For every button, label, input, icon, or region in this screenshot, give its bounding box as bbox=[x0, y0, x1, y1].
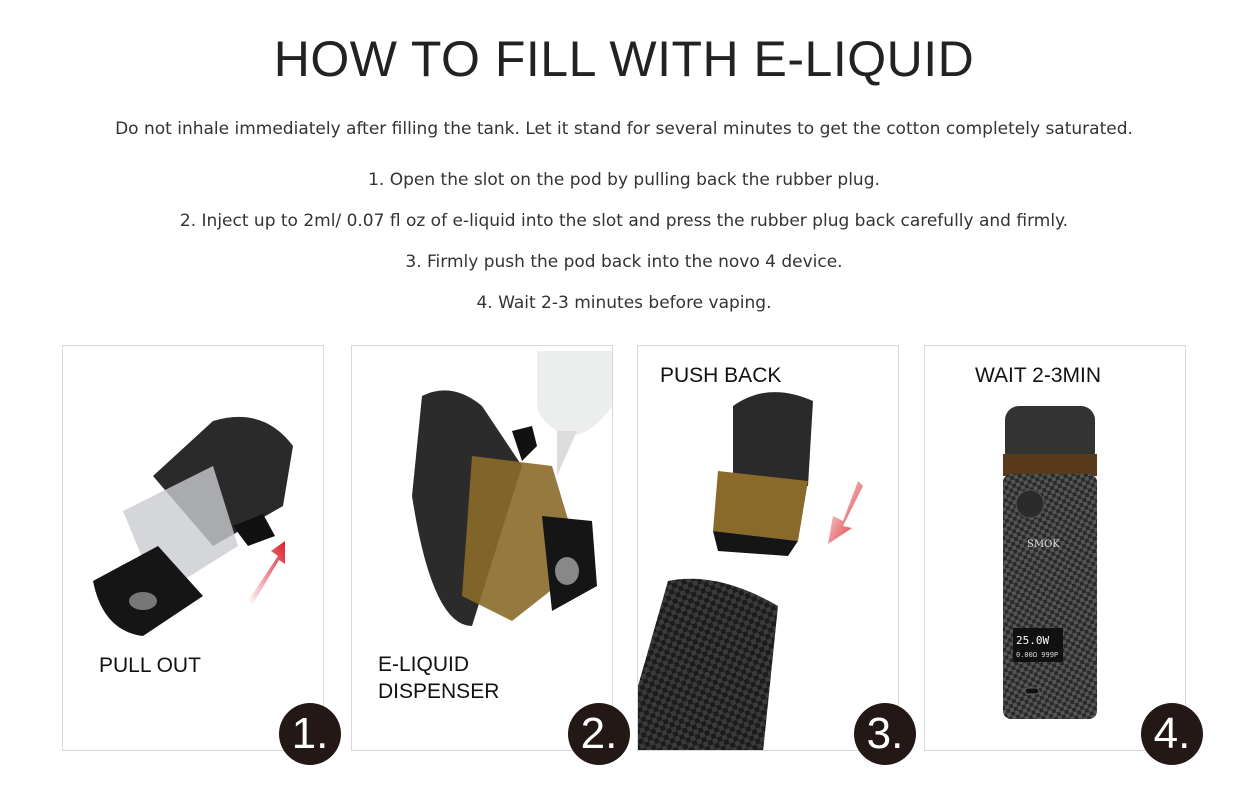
step-badge-1: 1. bbox=[279, 703, 341, 765]
pod-pull-out-image bbox=[93, 416, 293, 636]
step-panel-1: PULL OUT 1. bbox=[62, 345, 341, 765]
push-back-image bbox=[638, 392, 863, 750]
step-panel-4: SMOK 25.0W 0.00Ω 999P WAIT 2-3MIN 4. bbox=[924, 345, 1203, 765]
label-line-2: DISPENSER bbox=[378, 680, 500, 703]
step-3: 3. Firmly push the pod back into the nov… bbox=[405, 252, 843, 272]
steps-list: 1. Open the slot on the pod by pulling b… bbox=[0, 170, 1248, 334]
intro-text: Do not inhale immediately after filling … bbox=[115, 119, 1133, 139]
step-badge-3: 3. bbox=[854, 703, 916, 765]
step-panel-2: E-LIQUID DISPENSER 2. bbox=[351, 345, 630, 765]
step-badge-4: 4. bbox=[1141, 703, 1203, 765]
panel-label-wait: WAIT 2-3MIN bbox=[975, 364, 1102, 387]
device-brand-logo: SMOK bbox=[1027, 539, 1060, 550]
step-badge-2: 2. bbox=[568, 703, 630, 765]
device-image: SMOK 25.0W 0.00Ω 999P bbox=[1003, 406, 1097, 719]
label-line-1: E-LIQUID bbox=[378, 653, 470, 676]
panel-label-pull-out: PULL OUT bbox=[99, 654, 201, 677]
device-screen-power: 25.0W bbox=[1016, 634, 1049, 647]
step-2: 2. Inject up to 2ml/ 0.07 fl oz of e-liq… bbox=[179, 211, 1069, 231]
step-panel-3: PUSH BACK 3. bbox=[637, 345, 916, 765]
panel-label-e-liquid-dispenser: E-LIQUID DISPENSER bbox=[378, 651, 499, 705]
step-4: 4. Wait 2-3 minutes before vaping. bbox=[476, 293, 772, 313]
panel-label-push-back: PUSH BACK bbox=[660, 364, 782, 387]
step-1: 1. Open the slot on the pod by pulling b… bbox=[368, 170, 880, 190]
e-liquid-dispenser-image bbox=[412, 351, 612, 626]
page-title: HOW TO FILL WITH E-LIQUID bbox=[273, 31, 975, 87]
device-screen-info: 0.00Ω 999P bbox=[1016, 651, 1058, 659]
